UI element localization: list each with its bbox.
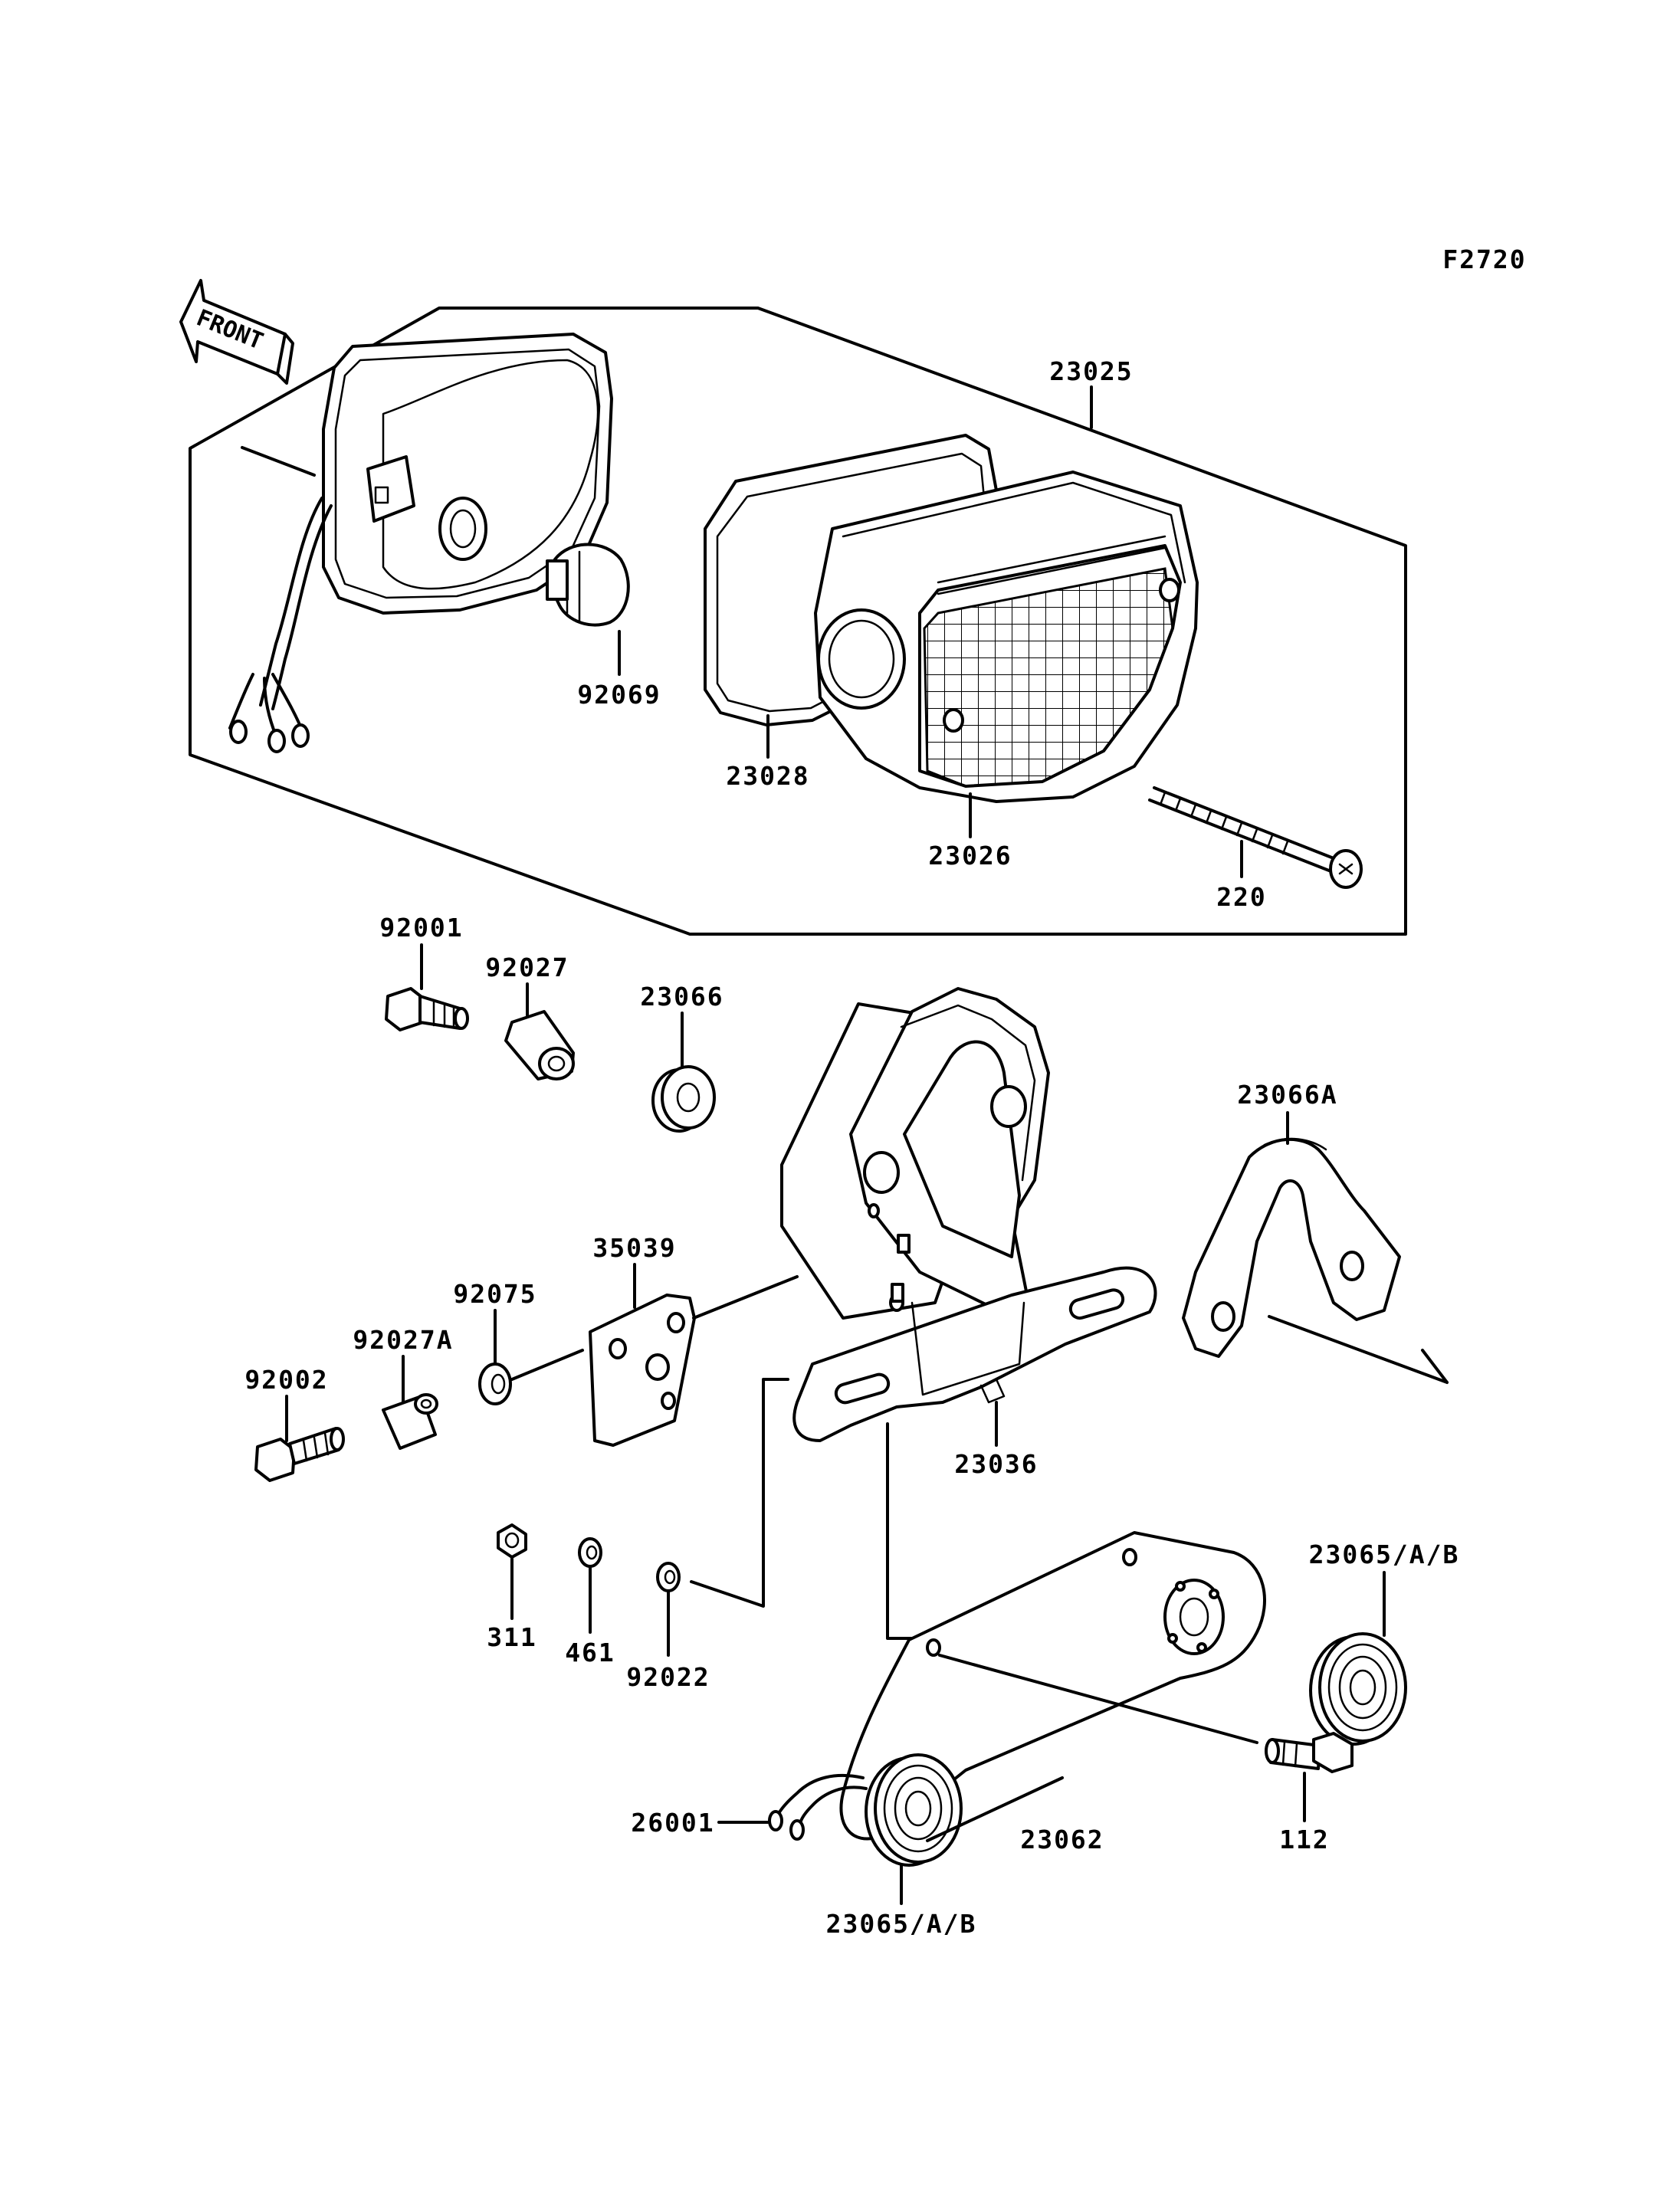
lamp-23065-bottom [865, 1753, 963, 1867]
label-220: 220 [1216, 882, 1267, 912]
label-23065AB-bottom: 23065/A/B [826, 1909, 977, 1939]
plate-35039 [589, 1294, 696, 1447]
label-461: 461 [565, 1638, 615, 1667]
nut-311 [497, 1523, 527, 1559]
bolt-92001 [385, 987, 469, 1031]
label-92022: 92022 [626, 1662, 710, 1692]
screw-220 [1148, 786, 1363, 889]
bracket-23066A [1182, 1137, 1401, 1358]
label-92075: 92075 [453, 1279, 536, 1309]
washer-92075 [478, 1362, 512, 1405]
bracket-23036 [780, 987, 1157, 1442]
label-35039: 35039 [592, 1233, 676, 1263]
bulb-92069 [546, 543, 630, 627]
label-92069: 92069 [577, 680, 661, 710]
lamp-housing-base [228, 333, 613, 753]
bolt-92002 [254, 1427, 345, 1482]
assembly-pointer-line [241, 446, 316, 477]
label-92027A: 92027A [353, 1325, 453, 1355]
label-23025: 23025 [1049, 356, 1133, 386]
lamp-23065-right [1309, 1632, 1407, 1746]
assembly-23025-outline [189, 307, 1407, 936]
label-23028: 23028 [726, 761, 809, 791]
collar-92027 [504, 1010, 575, 1080]
connector-line-92022 [690, 1378, 789, 1608]
label-23066A: 23066A [1237, 1080, 1337, 1110]
label-311: 311 [487, 1622, 537, 1652]
label-23026: 23026 [928, 841, 1012, 871]
connector-line-23062 [886, 1422, 914, 1640]
grommet-23066 [651, 1065, 716, 1133]
bolt-112 [1265, 1732, 1354, 1773]
washer-92022 [656, 1562, 681, 1592]
lens-23026 [814, 471, 1199, 803]
wires-26001 [768, 1774, 868, 1841]
label-23062: 23062 [1020, 1825, 1104, 1854]
front-arrow-icon: FRONT [179, 279, 294, 385]
pointer-112 [938, 1654, 1258, 1744]
label-92002: 92002 [244, 1365, 328, 1395]
pointer-35039 [692, 1275, 799, 1320]
washer-461 [578, 1537, 602, 1568]
label-23065AB-right: 23065/A/B [1309, 1540, 1460, 1569]
label-23036: 23036 [954, 1449, 1038, 1479]
leader-lines [285, 385, 1386, 1905]
pointer-92075 [510, 1349, 584, 1381]
label-23066: 23066 [640, 982, 724, 1012]
figure-code: F2720 [1442, 244, 1526, 274]
label-92001: 92001 [379, 913, 463, 943]
pointer-23066A [1268, 1315, 1449, 1384]
label-92027: 92027 [485, 953, 569, 982]
label-26001: 26001 [631, 1808, 714, 1838]
label-112: 112 [1279, 1825, 1330, 1854]
collar-92027A [382, 1393, 438, 1450]
